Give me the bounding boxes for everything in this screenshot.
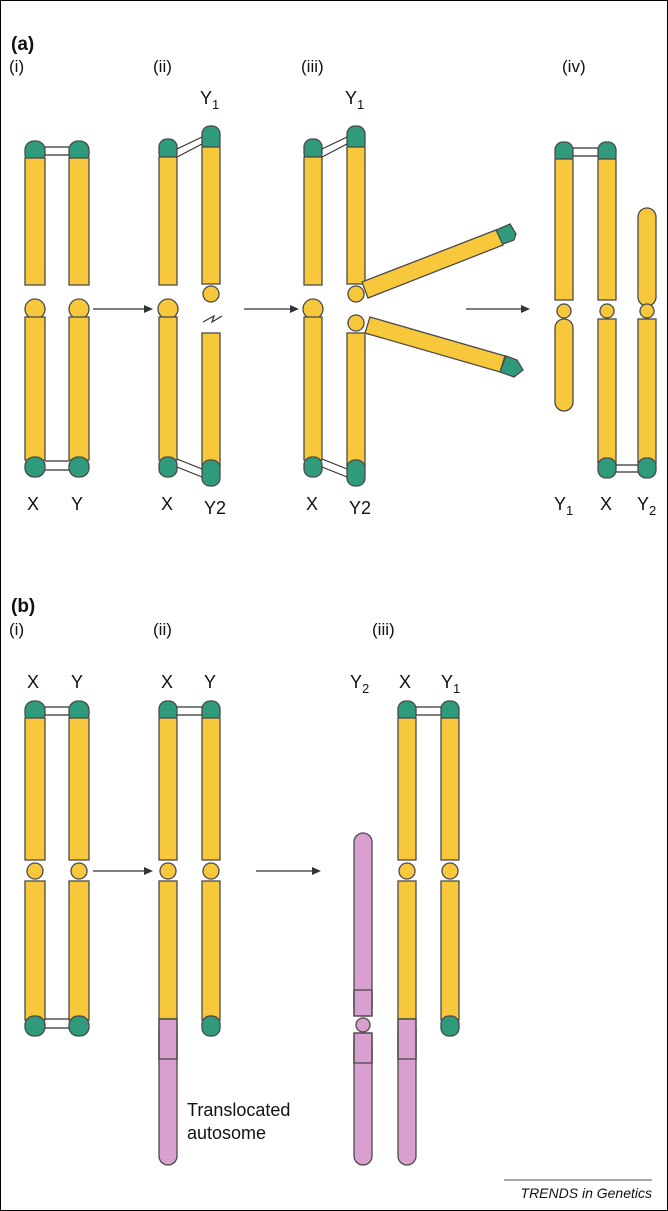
b-i-chromosome-x	[24, 700, 46, 1037]
panel-a-step-iii: (iii)	[301, 57, 324, 76]
a-ii-break-mark	[202, 314, 223, 324]
b-iii-label-y2: Y2	[350, 672, 369, 696]
b-iii-chromosome-y1	[440, 700, 460, 1037]
a-iv-pairing-lines	[573, 147, 638, 473]
a-ii-chromosome-y2	[201, 332, 221, 487]
b-ii-chromosome-y	[201, 700, 221, 1037]
b-iii-chromosome-y2	[353, 832, 373, 1166]
a-iii-label-y2: Y2	[349, 498, 371, 518]
b-ii-pairing-lines	[177, 706, 202, 716]
a-i-label-x: X	[27, 494, 39, 514]
b-ii-translocated-autosome	[158, 1018, 178, 1166]
panel-b-step-ii: (ii)	[153, 620, 172, 639]
a-iv-label-y1: Y1	[554, 494, 573, 518]
panel-b-step-i: (i)	[9, 620, 24, 639]
b-ii-label-y: Y	[204, 672, 216, 692]
a-iii-chromosome-y2	[346, 314, 366, 487]
panel-a-step-ii: (ii)	[153, 57, 172, 76]
b-ii-chromosome-x	[158, 700, 178, 1020]
b-iii-label-y1: Y1	[441, 672, 460, 696]
panel-b-label: (b)	[11, 596, 35, 617]
a-arrow-2	[244, 305, 299, 313]
a-arrow-3	[466, 305, 530, 313]
a-ii-label-y2: Y2	[204, 498, 226, 518]
b-iii-label-x: X	[399, 672, 411, 692]
a-iii-label-y1: Y1	[345, 88, 364, 112]
a-iii-translocated-upper-arm	[361, 223, 517, 299]
a-i-label-y: Y	[71, 494, 83, 514]
a-i-chromosome-x	[24, 140, 46, 478]
a-iv-chromosome-x	[597, 141, 617, 479]
a-iv-label-x: X	[600, 494, 612, 514]
a-iv-chromosome-y2	[637, 207, 657, 479]
a-arrow-1	[93, 305, 153, 313]
b-arrow-1	[93, 867, 153, 875]
annotation-translocated: Translocated	[187, 1100, 290, 1120]
a-iii-translocated-lower-arm	[364, 316, 524, 378]
a-iii-chromosome-y1	[346, 125, 366, 303]
a-ii-label-y1: Y1	[200, 88, 219, 112]
annotation-autosome: autosome	[187, 1123, 266, 1143]
a-iv-chromosome-y1	[554, 141, 574, 412]
a-iii-pairing-lines	[321, 136, 348, 478]
b-i-chromosome-y	[68, 700, 90, 1037]
source-credit: TRENDS in Genetics	[521, 1185, 652, 1201]
a-iii-chromosome-x	[302, 138, 324, 478]
b-i-pairing-lines	[45, 706, 69, 1029]
panel-b-step-iii: (iii)	[372, 620, 395, 639]
a-ii-chromosome-x	[157, 138, 179, 478]
b-i-label-x: X	[27, 672, 39, 692]
panel-a-step-iv: (iv)	[562, 57, 586, 76]
a-iv-label-y2: Y2	[637, 494, 656, 518]
b-arrow-2	[256, 867, 321, 875]
b-iii-pairing-lines	[416, 706, 441, 716]
b-iii-chromosome-x	[397, 700, 417, 1166]
a-i-chromosome-y	[68, 140, 90, 478]
a-ii-label-x: X	[161, 494, 173, 514]
panel-a-label: (a)	[11, 34, 34, 55]
b-ii-label-x: X	[161, 672, 173, 692]
a-ii-chromosome-y1	[201, 125, 221, 303]
a-i-pairing-lines	[45, 146, 69, 471]
panel-a-step-i: (i)	[9, 57, 24, 76]
b-i-label-y: Y	[71, 672, 83, 692]
a-ii-pairing-lines	[176, 136, 203, 478]
a-iii-label-x: X	[306, 494, 318, 514]
